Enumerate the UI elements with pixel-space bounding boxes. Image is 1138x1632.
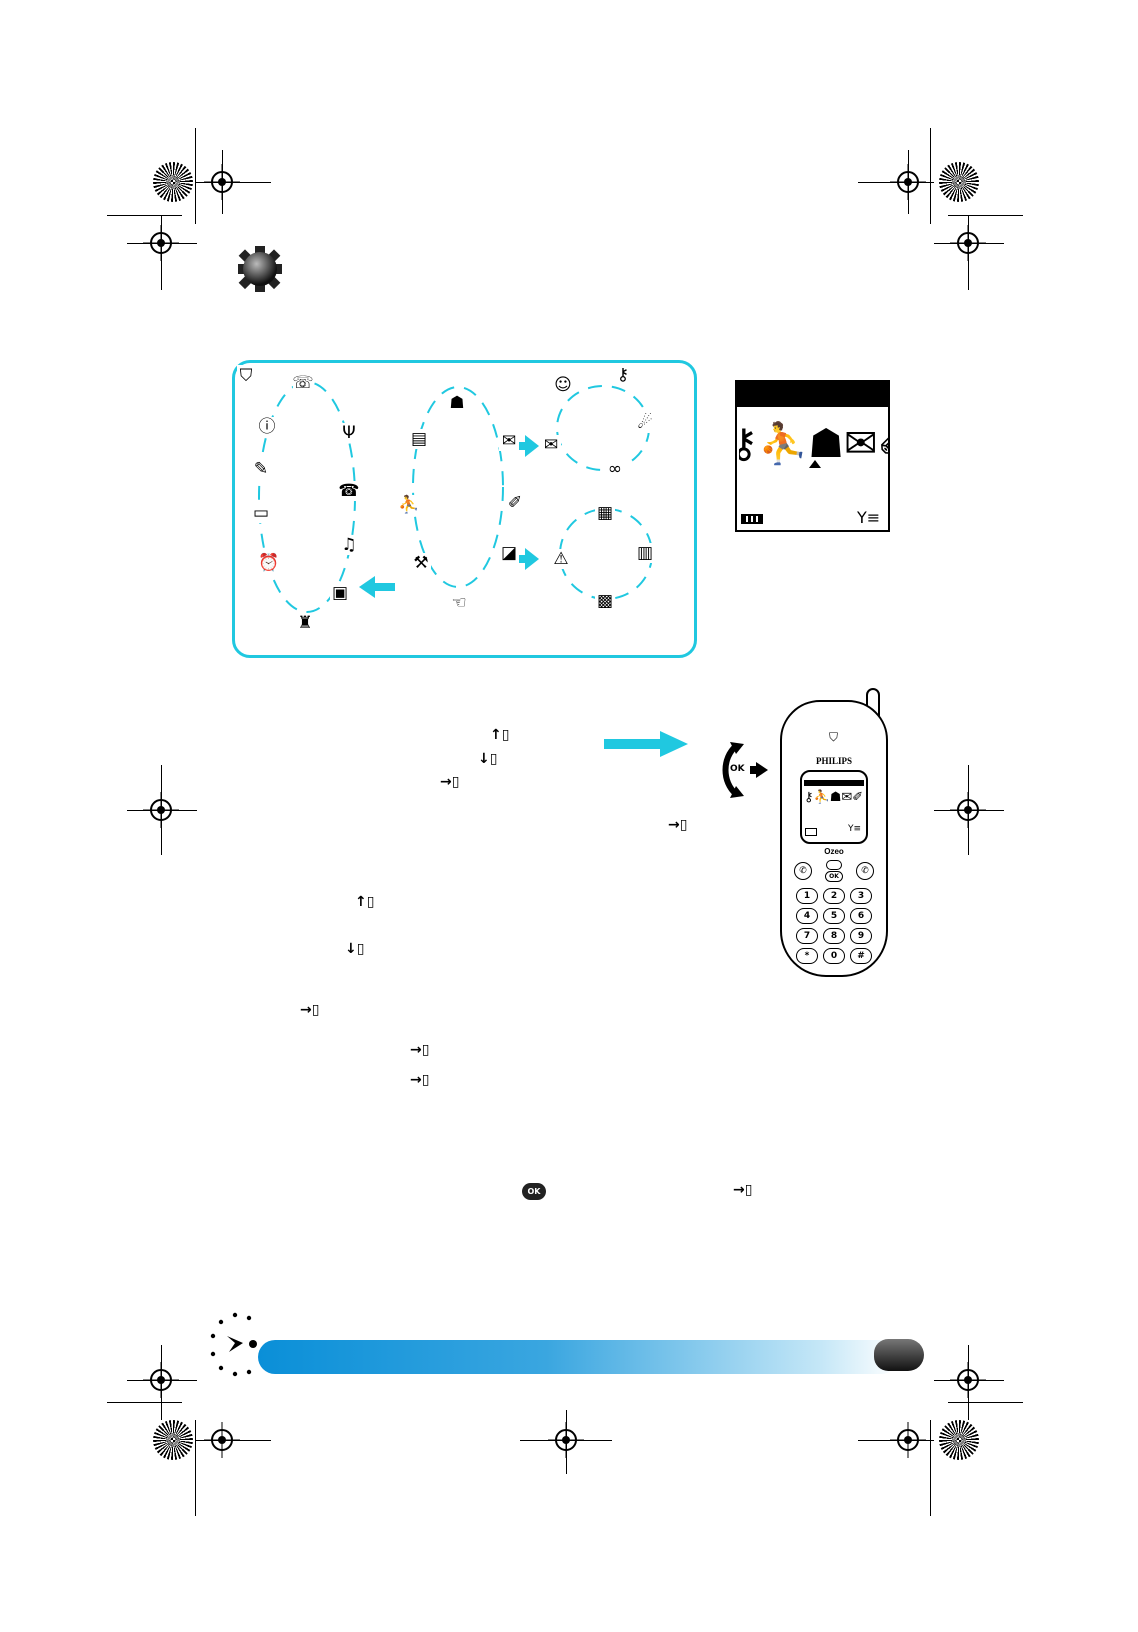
keypad-key-2[interactable]: 2 (823, 888, 845, 904)
right-key-icon: →▯ (440, 774, 460, 790)
call-forward-icon: ☏ (292, 372, 314, 393)
nav-up-key[interactable] (826, 860, 842, 870)
keypad-key-9[interactable]: 9 (850, 928, 872, 944)
keypad-key-8[interactable]: 8 (823, 928, 845, 944)
right-key-icon: →▯ (300, 1002, 320, 1018)
phonebook-icon: ☗ (808, 421, 844, 467)
call-settings-icon: ☎ (338, 480, 360, 501)
sports-icon: ⛹ (398, 494, 420, 515)
registration-burst-icon (939, 1420, 979, 1460)
pen-icon: ✐ (505, 493, 525, 513)
down-key-icon: ↓▯ (478, 751, 498, 767)
wrench-icon: ⚷ (613, 365, 633, 385)
philips-shield-icon: ⛉ (829, 730, 839, 744)
keypad-key-4[interactable]: 4 (796, 908, 818, 924)
battery-icon (805, 828, 817, 836)
tools-icon: ⚒ (411, 553, 431, 573)
lcd-icon-strip: ⚷⛹☗✉✐ (739, 412, 889, 476)
security-icon: ♜ (295, 613, 315, 633)
signal-icon: Y≡ (848, 824, 862, 834)
selection-caret-icon (809, 460, 821, 468)
sparkle-icon (210, 1312, 257, 1377)
sports-icon: ⛹ (758, 421, 809, 467)
calendar-icon: ▩ (595, 590, 615, 611)
ok-key[interactable]: OK (825, 871, 843, 882)
phone-model: Ozeo (824, 847, 844, 856)
hand-icon: ☜ (449, 593, 469, 613)
gear-icon (238, 246, 282, 292)
agenda-icon: ▭ (251, 502, 271, 523)
keypad-key-hash[interactable]: # (850, 948, 872, 964)
network-icon: Ψ (339, 423, 359, 443)
keypad-key-6[interactable]: 6 (850, 908, 872, 924)
phone-screen: ⚷⛹☗✉✐ Y≡ (800, 770, 868, 844)
battery-icon (741, 514, 763, 524)
warning-icon: ⚠ (551, 549, 571, 569)
notebook-icon: ▦ (595, 502, 615, 523)
footer-band (258, 1340, 898, 1374)
sim-icon: ▤ (409, 428, 429, 449)
keypad-key-star[interactable]: * (796, 948, 818, 964)
page-tab-marker (874, 1339, 924, 1371)
wrench-icon: ⚷ (739, 421, 759, 467)
satellite-icon: ☄ (635, 413, 655, 433)
keypad-key-5[interactable]: 5 (823, 908, 845, 924)
keypad-key-0[interactable]: 0 (823, 948, 845, 964)
contact-icon: ☺ (553, 374, 573, 395)
alarm-clock-icon: ⏰ (258, 552, 280, 573)
registration-burst-icon (153, 162, 193, 202)
right-key-icon: →▯ (410, 1072, 430, 1088)
down-key-icon: ↓▯ (345, 941, 365, 957)
rotate-ok-icon (722, 742, 768, 798)
phone-screen-icons: ⚷⛹☗✉✐ (804, 790, 864, 805)
lcd-title-bar (737, 382, 888, 407)
registration-burst-icon (153, 1420, 193, 1460)
voice-icon: ∞ (605, 459, 625, 479)
phone-brand: PHILIPS (815, 756, 852, 766)
voicemail-icon: ◪ (499, 542, 519, 563)
keypad-key-1[interactable]: 1 (796, 888, 818, 904)
phonebook-icon: ☗ (447, 393, 467, 413)
right-key-icon: →▯ (668, 817, 688, 833)
ok-button-icon: OK (522, 1183, 546, 1200)
ok-side-label: OK (730, 764, 745, 774)
keypad-key-3[interactable]: 3 (850, 888, 872, 904)
lcd-screen: ⚷⛹☗✉✐ Y≡ (735, 380, 890, 532)
pen-icon: ✐ (877, 421, 889, 467)
envelope-stack-icon: ✉ (541, 435, 561, 455)
messages-icon: ✉ (843, 421, 878, 467)
note-icon: ✎ (251, 459, 271, 479)
registration-burst-icon (939, 162, 979, 202)
display-icon: ▣ (330, 582, 350, 603)
right-key-icon: →▯ (410, 1042, 430, 1058)
right-key-icon: →▯ (733, 1182, 753, 1198)
up-key-icon: ↑▯ (490, 727, 510, 743)
menu-carousel-panel: ⛉ ☏ Ψ ☎ ♫ ▣ ♜ ⏰ ▭ ✎ ⓘ ☗ ✉ ✐ ◪ ☜ ⚒ ⛹ ▤ ☺ … (232, 360, 697, 658)
philips-shield-icon: ⛉ (237, 365, 255, 387)
up-key-icon: ↑▯ (355, 894, 375, 910)
call-key[interactable]: ✆ (794, 862, 812, 880)
calculator-icon: ▥ (635, 542, 655, 563)
hangup-key[interactable]: ✆ (856, 862, 874, 880)
pointer-arrow-icon (604, 731, 688, 757)
alert-icon: ⓘ (257, 416, 277, 437)
messages-icon: ✉ (499, 431, 519, 451)
ringer-icon: ♫ (339, 535, 359, 555)
signal-icon: Y≡ (857, 508, 881, 527)
keypad-key-7[interactable]: 7 (796, 928, 818, 944)
